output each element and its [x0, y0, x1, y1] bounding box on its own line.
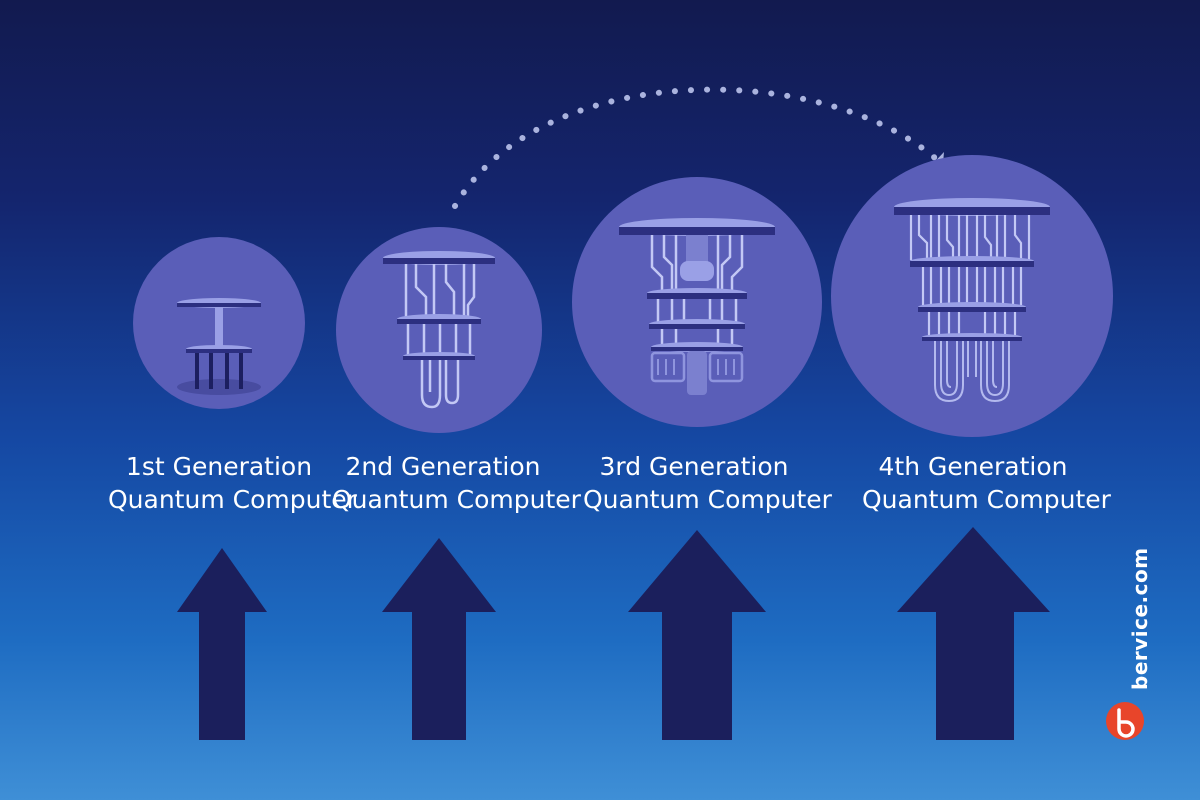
gen1-label: 1st Generation Quantum Computer: [108, 450, 357, 516]
gen4-computer-illustration: [831, 155, 1113, 437]
gen4-subtitle: Quantum Computer: [862, 485, 1111, 514]
gen4-up-arrow-icon: [897, 527, 1050, 740]
gen4-label: 4th Generation Quantum Computer: [862, 450, 1111, 516]
gen3-up-arrow-icon: [628, 530, 766, 740]
gen2-subtitle: Quantum Computer: [332, 485, 581, 514]
gen3-label: 3rd Generation Quantum Computer: [583, 450, 832, 516]
gen2-computer-icon: [383, 251, 495, 409]
gen2-label: 2nd Generation Quantum Computer: [332, 450, 581, 516]
gen2-computer-illustration: [336, 227, 542, 433]
gen4-title: 4th Generation: [878, 452, 1068, 481]
gen3-title: 3rd Generation: [599, 452, 789, 481]
gen1-computer-illustration: [133, 237, 305, 409]
gen2-up-arrow-icon: [382, 538, 496, 740]
gen2-title: 2nd Generation: [345, 452, 541, 481]
watermark-text: bervice.com: [1128, 547, 1152, 690]
gen1-subtitle: Quantum Computer: [108, 485, 357, 514]
gen3-computer-illustration: [572, 177, 822, 427]
gen1-up-arrow-icon: [177, 548, 267, 740]
gen4-computer-icon: [894, 198, 1050, 403]
gen3-computer-icon: [619, 218, 775, 395]
bervice-logo-icon: [1106, 702, 1144, 740]
gen1-title: 1st Generation: [125, 452, 313, 481]
gen1-computer-icon: [177, 298, 261, 395]
gen3-subtitle: Quantum Computer: [583, 485, 832, 514]
